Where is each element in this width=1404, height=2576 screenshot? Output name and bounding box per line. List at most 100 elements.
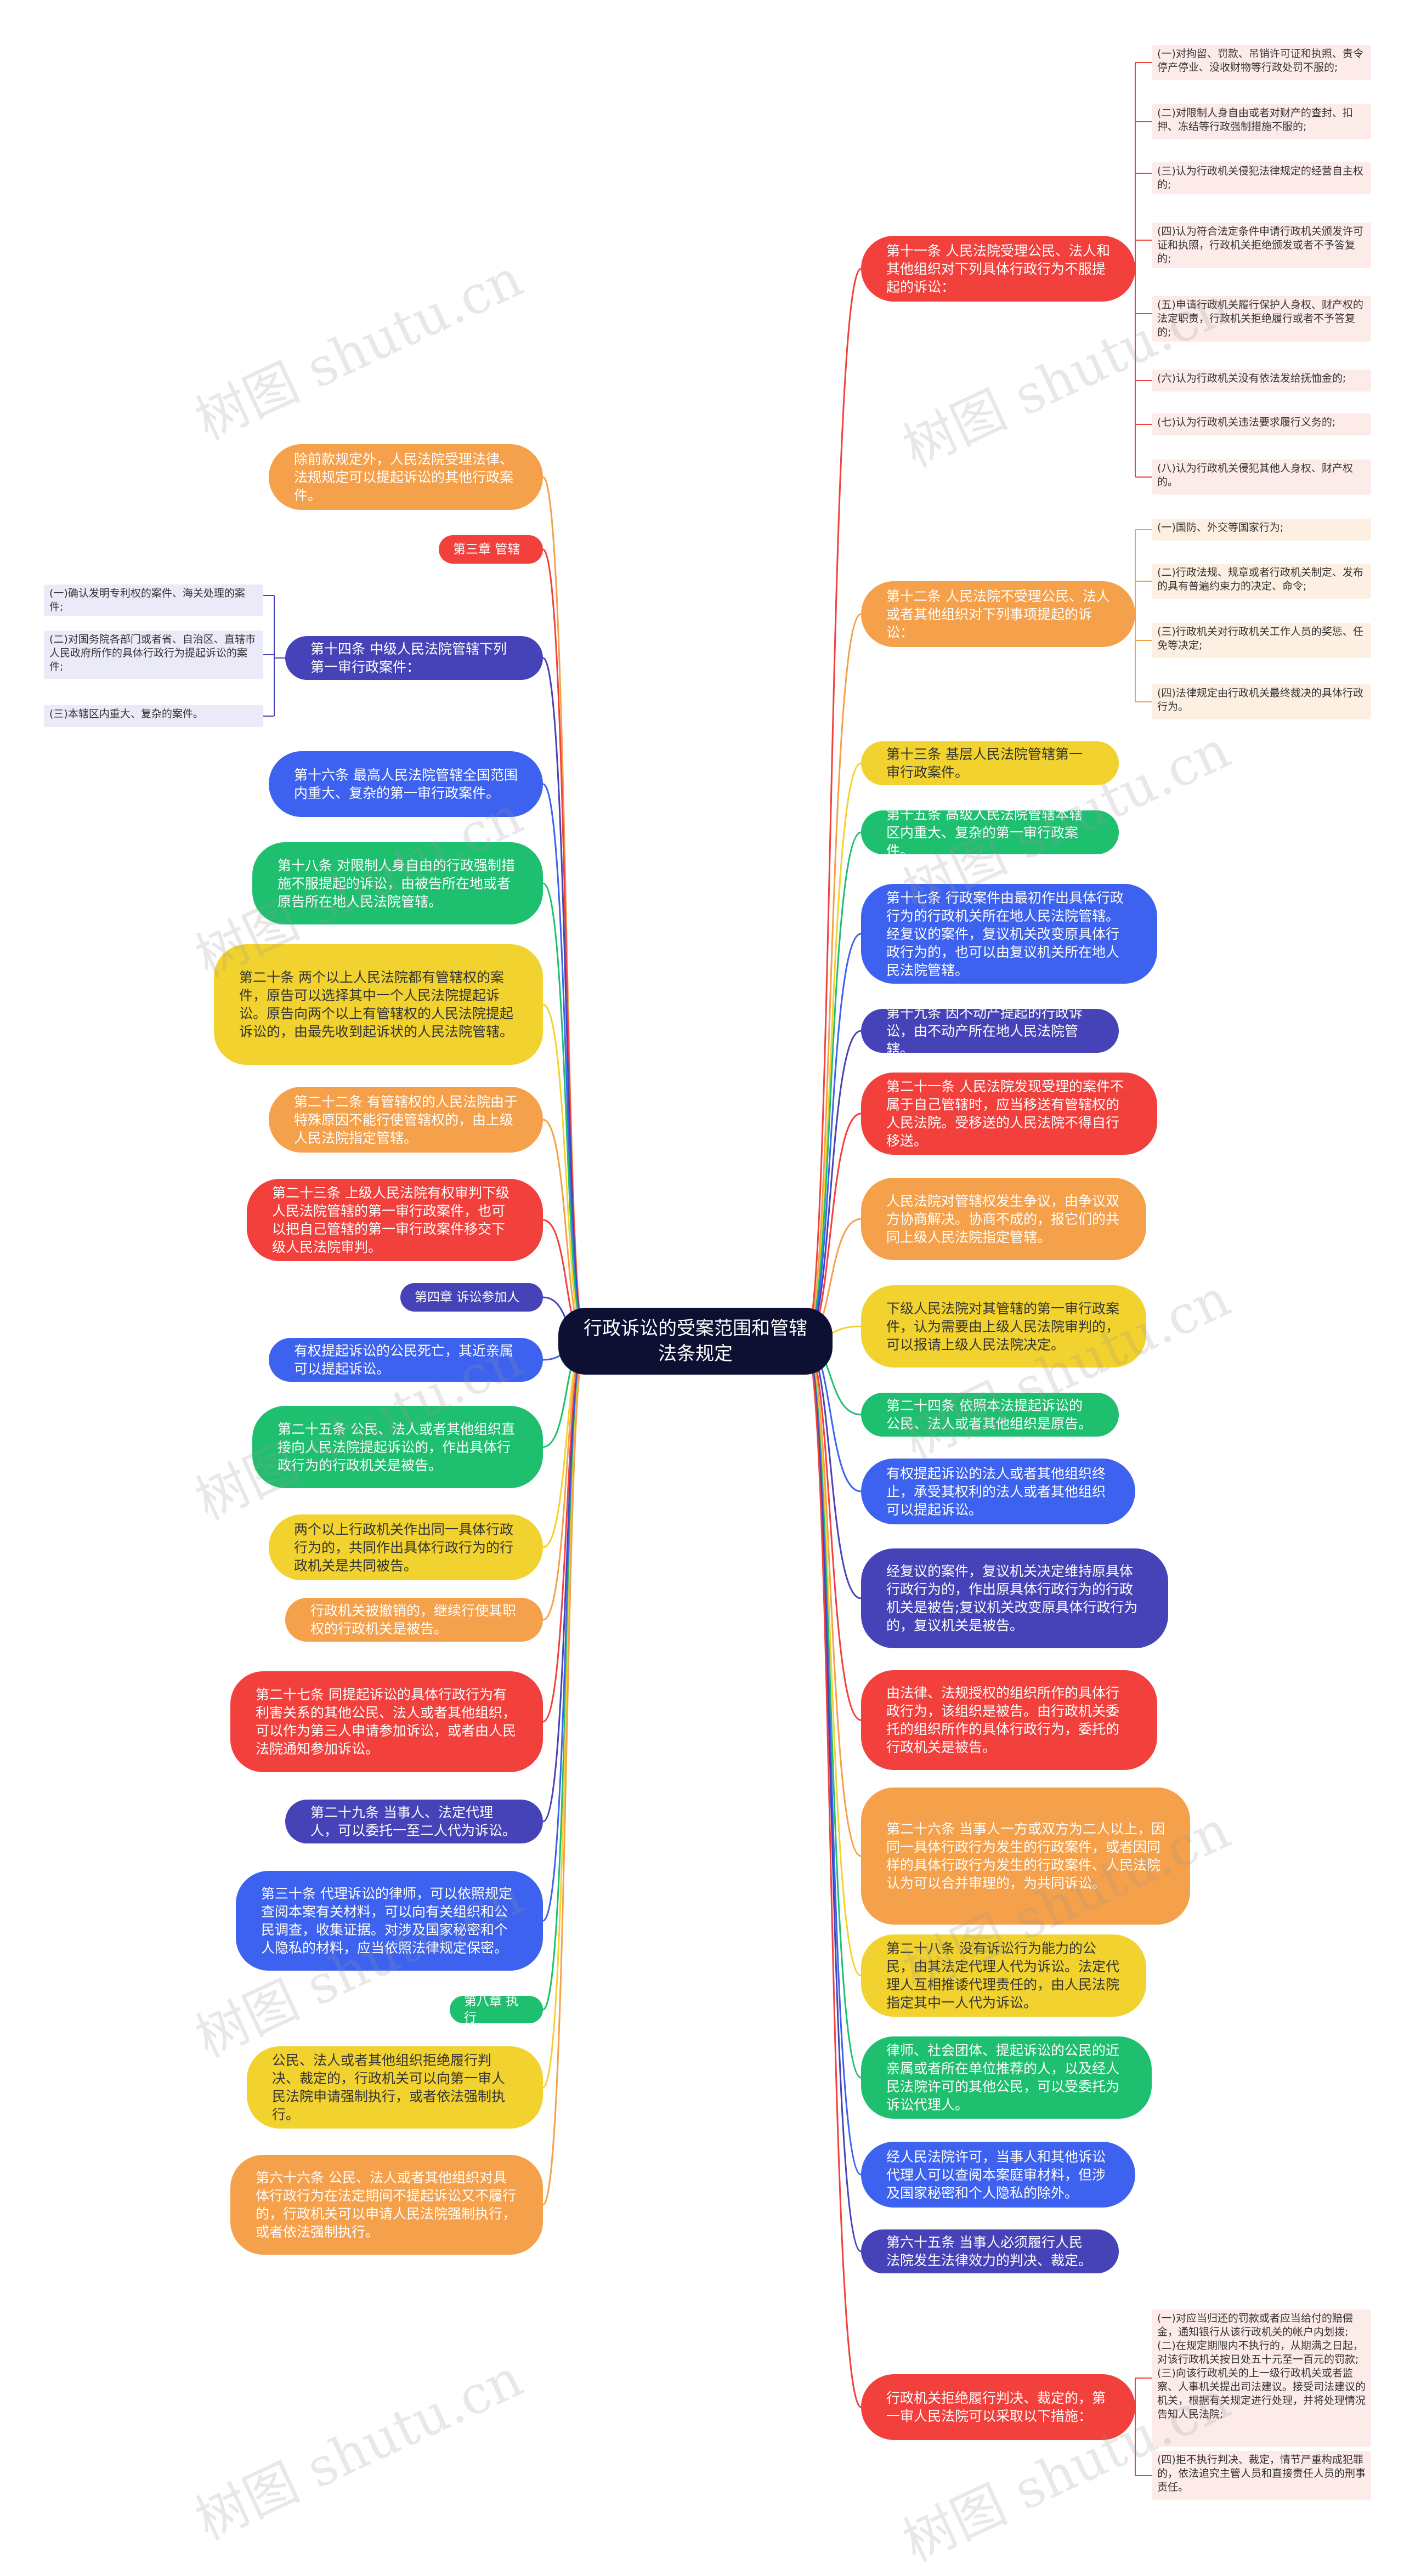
right-topic-8-label: 人民法院对管辖权发生争议，由争议双方协商解决。协商不成的，报它们的共同上级人民法…	[886, 1193, 1120, 1245]
right-topic-19-subitem-1[interactable]: (一)对应当归还的罚款或者应当给付的赔偿金，通知银行从该行政机关的帐户内划拨;(…	[1152, 2310, 1371, 2447]
left-topic-8-label: 第二十三条 上级人民法院有权审判下级人民法院管辖的第一审行政案件，也可以把自己管…	[272, 1185, 509, 1255]
right-topic-1-subitem-3[interactable]: (三)认为行政机关侵犯法律规定的经营自主权的;	[1152, 162, 1371, 194]
root-topic[interactable]: 行政诉讼的受案范围和管辖法条规定	[558, 1308, 833, 1375]
right-topic-6[interactable]: 第十九条 因不动产提起的行政诉讼，由不动产所在地人民法院管辖。	[861, 1005, 1119, 1057]
right-topic-18[interactable]: 第六十五条 当事人必须履行人民法院发生法律效力的判决、裁定。	[861, 2229, 1119, 2273]
left-topic-19-connector	[542, 1340, 587, 2206]
right-topic-1-subitem-5[interactable]: (五)申请行政机关履行保护人身权、财产权的法定职责，行政机关拒绝履行或者不予答复…	[1152, 296, 1371, 342]
right-topic-17-label: 经人民法院许可，当事人和其他诉讼代理人可以查阅本案庭审材料，但涉及国家秘密和个人…	[886, 2148, 1106, 2201]
left-topic-19[interactable]: 第六十六条 公民、法人或者其他组织对具体行政行为在法定期间不提起诉讼又不履行的，…	[230, 2155, 543, 2255]
right-topic-11-label: 有权提起诉讼的法人或者其他组织终止，承受其权利的法人或者其他组织可以提起诉讼。	[886, 1465, 1106, 1518]
right-topic-19-connector	[804, 1340, 862, 2408]
left-topic-11[interactable]: 第二十五条 公民、法人或者其他组织直接向人民法院提起诉讼的，作出具体行政行为的行…	[252, 1406, 543, 1488]
right-topic-12-label: 经复议的案件，复议机关决定维持原具体行政行为的，作出原具体行政行为的行政机关是被…	[886, 1563, 1138, 1633]
right-topic-3[interactable]: 第十三条 基层人民法院管辖第一审行政案件。	[861, 741, 1119, 785]
right-topic-16-label: 律师、社会团体、提起诉讼的公民的近亲属或者所在单位推荐的人，以及经人民法院许可的…	[886, 2042, 1120, 2113]
left-topic-3[interactable]: 第十四条 中级人民法院管辖下列第一审行政案件：	[285, 636, 543, 680]
left-topic-12-label: 两个以上行政机关作出同一具体行政行为的，共同作出具体行政行为的行政机关是共同被告…	[294, 1521, 514, 1574]
right-topic-4-label: 第十五条 高级人民法院管辖本辖区内重大、复杂的第一审行政案件。	[886, 806, 1083, 859]
left-topic-5-label: 第十八条 对限制人身自由的行政强制措施不服提起的诉讼，由被告所在地或者原告所在地…	[278, 857, 515, 910]
right-topic-8[interactable]: 人民法院对管辖权发生争议，由争议双方协商解决。协商不成的，报它们的共同上级人民法…	[861, 1178, 1146, 1260]
right-topic-2-connector	[805, 613, 862, 1342]
right-topic-10[interactable]: 第二十四条 依照本法提起诉讼的公民、法人或者其他组织是原告。	[861, 1393, 1119, 1437]
right-topic-2-subitem-2[interactable]: (二)行政法规、规章或者行政机关制定、发布的具有普遍约束力的决定、命令;	[1152, 564, 1371, 599]
right-topic-7[interactable]: 第二十一条 人民法院发现受理的案件不属于自己管辖时，应当移送有管辖权的人民法院。…	[861, 1073, 1157, 1155]
right-topic-18-label: 第六十五条 当事人必须履行人民法院发生法律效力的判决、裁定。	[886, 2234, 1092, 2268]
right-topic-7-label: 第二十一条 人民法院发现受理的案件不属于自己管辖时，应当移送有管辖权的人民法院。…	[886, 1079, 1124, 1149]
left-topic-7-label: 第二十二条 有管辖权的人民法院由于特殊原因不能行使管辖权的，由上级人民法院指定管…	[294, 1093, 518, 1146]
right-topic-11[interactable]: 有权提起诉讼的法人或者其他组织终止，承受其权利的法人或者其他组织可以提起诉讼。	[861, 1459, 1135, 1524]
left-topic-17-label: 第八章 执行	[464, 1994, 519, 2025]
left-topic-5[interactable]: 第十八条 对限制人身自由的行政强制措施不服提起的诉讼，由被告所在地或者原告所在地…	[252, 842, 543, 924]
left-topic-18-label: 公民、法人或者其他组织拒绝履行判决、裁定的，行政机关可以向第一审人民法院申请强制…	[272, 2052, 506, 2123]
left-topic-10-label: 有权提起诉讼的公民死亡，其近亲属可以提起诉讼。	[294, 1343, 514, 1377]
left-topic-6-label: 第二十条 两个以上人民法院都有管辖权的案件，原告可以选择其中一个人民法院提起诉讼…	[239, 969, 514, 1040]
right-topic-18-connector	[805, 1340, 862, 2252]
right-topic-9-label: 下级人民法院对其管辖的第一审行政案件，认为需要由上级人民法院审判的，可以报请上级…	[886, 1300, 1120, 1353]
left-topic-13[interactable]: 行政机关被撤销的，继续行使其职权的行政机关是被告。	[285, 1598, 543, 1642]
right-topic-1-label: 第十一条 人民法院受理公民、法人和其他组织对下列具体行政行为不服提起的诉讼：	[886, 242, 1110, 295]
right-topic-13-connector	[805, 1340, 862, 1721]
right-topic-13-label: 由法律、法规授权的组织所作的具体行政行为，该组织是被告。由行政机关委托的组织所作…	[886, 1685, 1120, 1755]
left-topic-13-label: 行政机关被撤销的，继续行使其职权的行政机关是被告。	[310, 1603, 517, 1637]
right-topic-6-label: 第十九条 因不动产提起的行政诉讼，由不动产所在地人民法院管辖。	[886, 1005, 1083, 1057]
right-topic-1-subitem-8[interactable]: (八)认为行政机关侵犯其他人身权、财产权的。	[1152, 459, 1371, 495]
left-topic-4[interactable]: 第十六条 最高人民法院管辖全国范围内重大、复杂的第一审行政案件。	[269, 751, 543, 817]
right-topic-1[interactable]: 第十一条 人民法院受理公民、法人和其他组织对下列具体行政行为不服提起的诉讼：	[861, 236, 1135, 302]
right-topic-3-label: 第十三条 基层人民法院管辖第一审行政案件。	[886, 746, 1083, 780]
left-topic-18[interactable]: 公民、法人或者其他组织拒绝履行判决、裁定的，行政机关可以向第一审人民法院申请强制…	[247, 2046, 543, 2129]
right-topic-12[interactable]: 经复议的案件，复议机关决定维持原具体行政行为的，作出原具体行政行为的行政机关是被…	[861, 1548, 1168, 1648]
right-topic-5-label: 第十七条 行政案件由最初作出具体行政行为的行政机关所在地人民法院管辖。经复议的案…	[886, 889, 1124, 978]
left-topic-14-label: 第二十七条 同提起诉讼的具体行政行为有利害关系的其他公民、法人或者其他组织，可以…	[256, 1687, 517, 1757]
left-topic-9-label: 第四章 诉讼参加人	[415, 1290, 520, 1304]
right-topic-1-connector	[804, 268, 862, 1342]
left-topic-6[interactable]: 第二十条 两个以上人民法院都有管辖权的案件，原告可以选择其中一个人民法院提起诉讼…	[214, 944, 543, 1065]
left-topic-17[interactable]: 第八章 执行	[450, 1994, 543, 2025]
left-topic-3-subitem-3[interactable]: (三)本辖区内重大、复杂的案件。	[44, 705, 263, 727]
right-topic-13[interactable]: 由法律、法规授权的组织所作的具体行政行为，该组织是被告。由行政机关委托的组织所作…	[861, 1670, 1157, 1770]
left-topic-2-label: 第三章 管辖	[453, 542, 520, 557]
left-topic-9[interactable]: 第四章 诉讼参加人	[400, 1283, 543, 1312]
right-topic-9[interactable]: 下级人民法院对其管辖的第一审行政案件，认为需要由上级人民法院审判的，可以报请上级…	[861, 1285, 1146, 1368]
left-topic-13-connector	[542, 1340, 586, 1621]
left-topic-3-label: 第十四条 中级人民法院管辖下列第一审行政案件：	[310, 641, 507, 675]
right-topic-1-subitem-7[interactable]: (七)认为行政机关违法要求履行义务的;	[1152, 413, 1371, 435]
right-topic-4[interactable]: 第十五条 高级人民法院管辖本辖区内重大、复杂的第一审行政案件。	[861, 807, 1119, 859]
right-topic-2-subitem-3[interactable]: (三)行政机关对行政机关工作人员的奖惩、任免等决定;	[1152, 623, 1371, 658]
right-topic-2[interactable]: 第十二条 人民法院不受理公民、法人或者其他组织对下列事项提起的诉讼：	[861, 581, 1135, 647]
left-topic-1-label: 除前款规定外，人民法院受理法律、法规规定可以提起诉讼的其他行政案件。	[294, 451, 514, 503]
left-topic-2[interactable]: 第三章 管辖	[439, 535, 543, 564]
right-topic-2-subitem-4[interactable]: (四)法律规定由行政机关最终裁决的具体行政行为。	[1152, 684, 1371, 719]
left-topic-11-label: 第二十五条 公民、法人或者其他组织直接向人民法院提起诉讼的，作出具体行政行为的行…	[278, 1421, 515, 1473]
left-topic-6-connector	[542, 1003, 586, 1342]
left-topic-15[interactable]: 第二十九条 当事人、法定代理人，可以委托一至二人代为诉讼。	[285, 1800, 543, 1843]
left-topic-14[interactable]: 第二十七条 同提起诉讼的具体行政行为有利害关系的其他公民、法人或者其他组织，可以…	[230, 1671, 543, 1772]
right-topic-2-label: 第十二条 人民法院不受理公民、法人或者其他组织对下列事项提起的诉讼：	[886, 588, 1110, 640]
right-topic-16[interactable]: 律师、社会团体、提起诉讼的公民的近亲属或者所在单位推荐的人，以及经人民法院许可的…	[861, 2036, 1152, 2119]
right-topic-14-label: 第二十六条 当事人一方或双方为二人以上，因同一具体行政行为发生的行政案件，或者因…	[886, 1821, 1165, 1891]
right-topic-17[interactable]: 经人民法院许可，当事人和其他诉讼代理人可以查阅本案庭审材料，但涉及国家秘密和个人…	[861, 2142, 1135, 2208]
left-topic-3-subitem-2[interactable]: (二)对国务院各部门或者省、自治区、直辖市人民政府所作的具体行政行为提起诉讼的案…	[44, 631, 263, 679]
right-topic-1-subitem-4[interactable]: (四)认为符合法定条件申请行政机关颁发许可证和执照，行政机关拒绝颁发或者不予答复…	[1152, 223, 1371, 268]
left-topic-8[interactable]: 第二十三条 上级人民法院有权审判下级人民法院管辖的第一审行政案件，也可以把自己管…	[247, 1179, 543, 1261]
left-topic-12[interactable]: 两个以上行政机关作出同一具体行政行为的，共同作出具体行政行为的行政机关是共同被告…	[269, 1514, 543, 1580]
right-topic-15[interactable]: 第二十八条 没有诉讼行为能力的公民，由其法定代理人代为诉讼。法定代理人互相推诿代…	[861, 1934, 1146, 2017]
right-topic-15-label: 第二十八条 没有诉讼行为能力的公民，由其法定代理人代为诉讼。法定代理人互相推诿代…	[886, 1940, 1120, 2011]
left-topic-7[interactable]: 第二十二条 有管辖权的人民法院由于特殊原因不能行使管辖权的，由上级人民法院指定管…	[269, 1087, 543, 1153]
right-topic-19[interactable]: 行政机关拒绝履行判决、裁定的，第一审人民法院可以采取以下措施：	[861, 2374, 1135, 2440]
right-topic-14[interactable]: 第二十六条 当事人一方或双方为二人以上，因同一具体行政行为发生的行政案件，或者因…	[861, 1788, 1190, 1925]
left-topic-10[interactable]: 有权提起诉讼的公民死亡，其近亲属可以提起诉讼。	[269, 1338, 543, 1382]
right-topic-1-subitem-6[interactable]: (六)认为行政机关没有依法发给抚恤金的;	[1152, 370, 1371, 391]
right-topic-1-subitem-2[interactable]: (二)对限制人身自由或者对财产的查封、扣押、冻结等行政强制措施不服的;	[1152, 104, 1371, 139]
right-topic-1-subitem-1[interactable]: (一)对拘留、罚款、吊销许可证和执照、责令停产停业、没收财物等行政处罚不服的;	[1152, 45, 1371, 80]
right-topic-19-label: 行政机关拒绝履行判决、裁定的，第一审人民法院可以采取以下措施：	[886, 2390, 1106, 2424]
right-topic-19-subitem-2[interactable]: (四)拒不执行判决、裁定，情节严重构成犯罪的，依法追究主管人员和直接责任人员的刑…	[1152, 2451, 1371, 2500]
right-topic-5[interactable]: 第十七条 行政案件由最初作出具体行政行为的行政机关所在地人民法院管辖。经复议的案…	[861, 884, 1157, 984]
root-topic-label: 行政诉讼的受案范围和管辖法条规定	[584, 1318, 807, 1365]
left-topic-1[interactable]: 除前款规定外，人民法院受理法律、法规规定可以提起诉讼的其他行政案件。	[269, 444, 543, 510]
right-topic-2-subitem-1[interactable]: (一)国防、外交等国家行为;	[1152, 519, 1371, 541]
right-topic-10-label: 第二十四条 依照本法提起诉讼的公民、法人或者其他组织是原告。	[886, 1398, 1092, 1432]
left-topic-16[interactable]: 第三十条 代理诉讼的律师，可以依照规定查阅本案有关材料，可以向有关组织和公民调查…	[236, 1871, 543, 1971]
left-topic-3-subitem-1[interactable]: (一)确认发明专利权的案件、海关处理的案件;	[44, 585, 263, 616]
